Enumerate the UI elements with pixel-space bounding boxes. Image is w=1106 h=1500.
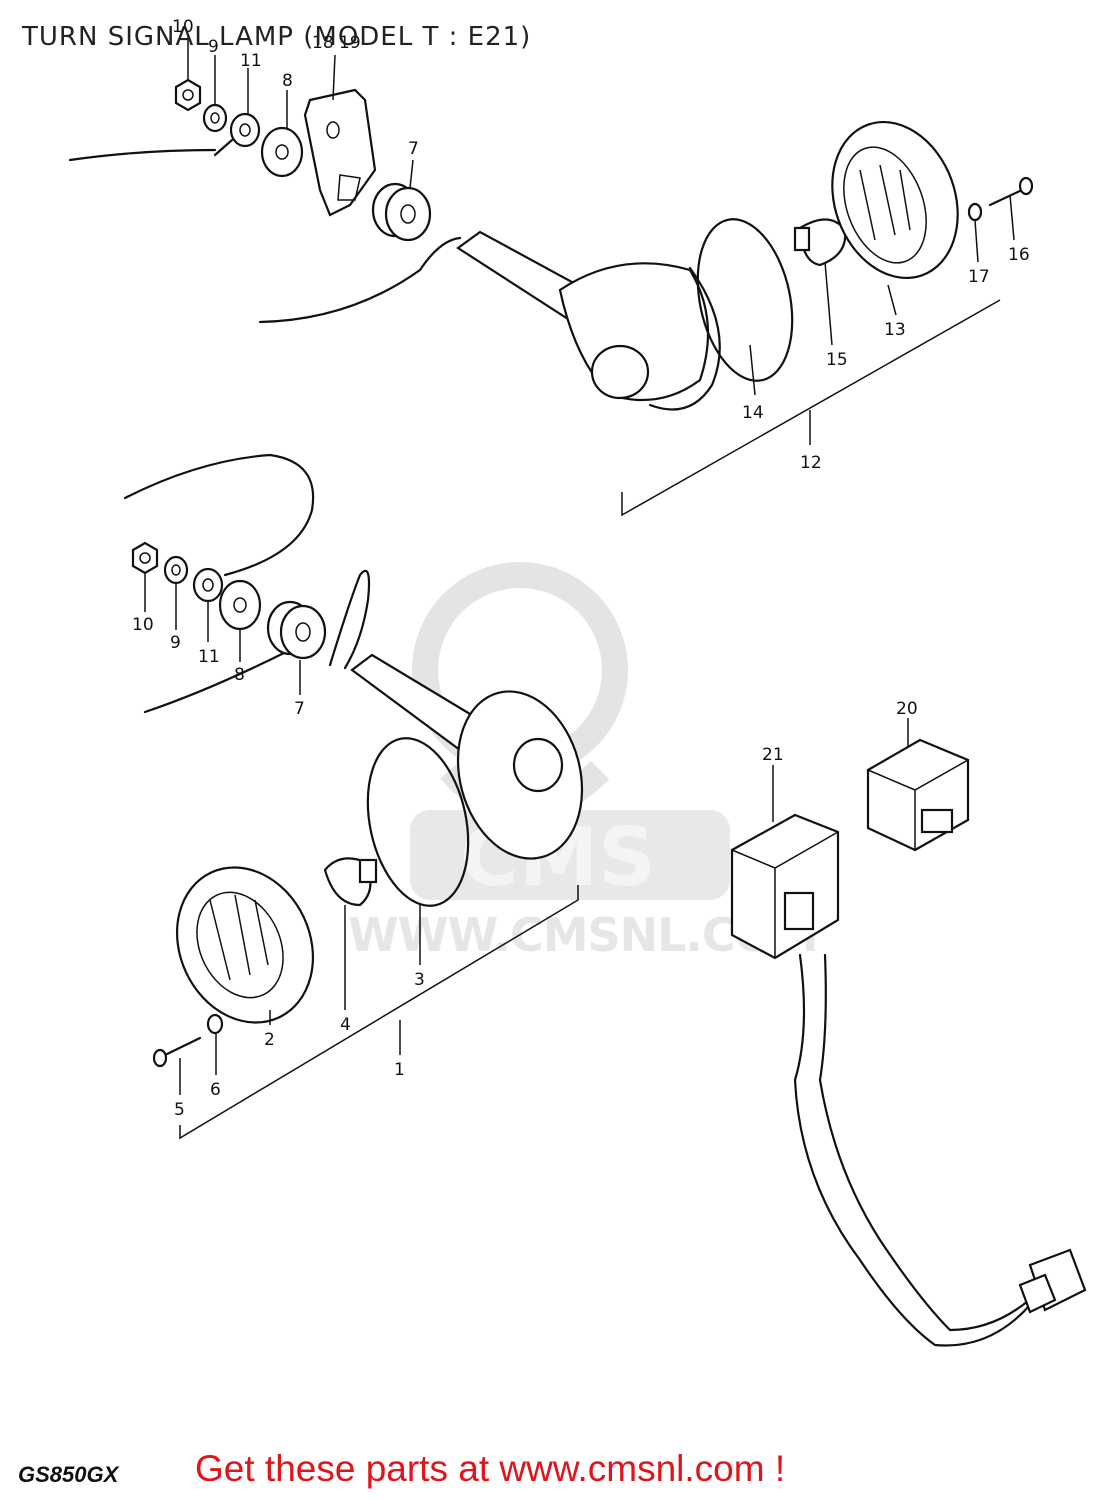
callout-u-bulb: 15 xyxy=(826,350,848,370)
callout-u-nut: 10 xyxy=(172,17,194,37)
callout-l-ring: 3 xyxy=(414,970,425,990)
callout-l-washer: 8 xyxy=(234,665,245,685)
upper-leader-lines xyxy=(187,35,1015,396)
callout-l-grommet: 7 xyxy=(294,699,305,719)
callout-l-lockwasher: 9 xyxy=(170,633,181,653)
upper-nut-part xyxy=(174,78,202,112)
harness-connector-part xyxy=(1018,1248,1087,1314)
upper-lockwasher-part xyxy=(202,103,228,133)
upper-screw-part xyxy=(988,176,1034,207)
callout-u-lamp-assy: 12 xyxy=(800,453,822,473)
lower-lamp-housing-part xyxy=(350,653,584,860)
lower-wire-loop xyxy=(123,453,315,577)
harness-wire-a xyxy=(793,953,1032,1347)
relay-part xyxy=(866,738,970,852)
upper-lens-part xyxy=(831,120,959,280)
callout-u-lens: 13 xyxy=(884,320,906,340)
lower-bulb-part xyxy=(323,857,378,907)
callout-unit: 21 xyxy=(762,745,784,765)
lower-wire-coil xyxy=(328,569,371,670)
callout-u-grommet: 7 xyxy=(408,139,419,159)
callout-l-lamp-assy: 1 xyxy=(394,1060,405,1080)
callout-l-bulb: 4 xyxy=(340,1015,351,1035)
lower-grommet-part xyxy=(266,600,327,660)
lower-nut-part xyxy=(131,541,159,575)
upper-bracket-part xyxy=(303,88,377,217)
upper-stem-wire xyxy=(258,236,462,324)
lower-terminal-part xyxy=(192,567,224,603)
callout-u-screw: 16 xyxy=(1008,245,1030,265)
lower-washer-small-part xyxy=(206,1013,224,1035)
lower-lockwasher-part xyxy=(163,555,189,585)
callout-l-washer-small: 6 xyxy=(210,1080,221,1100)
harness-wire-b xyxy=(818,953,1042,1332)
callout-u-terminal: 11 xyxy=(240,51,262,71)
callout-u-washer: 8 xyxy=(282,71,293,91)
promo-link[interactable]: Get these parts at www.cmsnl.com ! xyxy=(195,1448,786,1489)
upper-grommet-part xyxy=(371,182,432,242)
callout-relay: 20 xyxy=(896,699,918,719)
turn-signal-unit-part xyxy=(730,813,840,960)
callout-l-screw: 5 xyxy=(174,1100,185,1120)
lower-washer-part xyxy=(218,579,262,631)
upper-bulb-part xyxy=(793,218,847,267)
lower-assembly-bracket xyxy=(179,885,579,1140)
upper-terminal-part xyxy=(213,112,261,157)
callout-u-ring: 14 xyxy=(742,403,764,423)
lower-screw-part xyxy=(152,1036,202,1068)
callout-l-terminal: 11 xyxy=(198,647,220,667)
lower-ring-part xyxy=(366,737,470,907)
lower-leader-lines xyxy=(144,573,421,1095)
upper-ring-part xyxy=(696,218,794,382)
callout-u-screw-washer: 17 xyxy=(968,267,990,287)
page-title: TURN SIGNAL LAMP (MODEL T : E21) xyxy=(22,22,532,52)
upper-lamp-housing-part xyxy=(456,230,721,411)
upper-wire-lead xyxy=(68,148,217,162)
lower-wire-lead xyxy=(143,648,292,714)
callout-u-bracket: 18 19 xyxy=(312,33,361,53)
upper-screw-washer-part xyxy=(967,202,983,222)
callout-l-lens: 2 xyxy=(264,1030,275,1050)
upper-washer-part xyxy=(260,126,304,178)
lower-lens-part xyxy=(175,866,315,1024)
callout-u-lockwasher: 9 xyxy=(208,37,219,57)
callout-l-nut: 10 xyxy=(132,615,154,635)
upper-assembly-bracket xyxy=(621,299,1001,517)
model-code-label: GS850GX xyxy=(18,1462,119,1487)
